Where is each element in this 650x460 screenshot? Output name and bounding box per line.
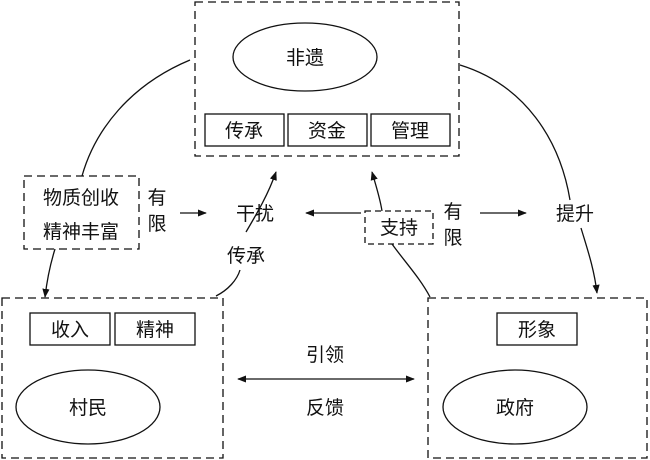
left-benefit-box — [23, 175, 140, 250]
heritage-to-enhance-curve — [459, 64, 571, 201]
heritage-title: 非遗 — [286, 47, 324, 69]
heritage-tag-inherit-box — [204, 113, 285, 147]
left-benefit-line1: 物质创收 — [43, 187, 119, 209]
enhance-label: 提升 — [556, 203, 594, 225]
limited-left-char2: 限 — [147, 213, 166, 235]
villagers-box — [1, 297, 224, 459]
lead-label: 引领 — [306, 344, 344, 366]
benefit-to-villagers-arrow — [42, 248, 56, 298]
heritage-tag-inherit: 传承 — [225, 120, 263, 142]
support-box — [364, 210, 434, 245]
heritage-tag-funds: 资金 — [308, 120, 346, 142]
limited-left-char1: 有 — [147, 187, 166, 209]
feedback-label: 反馈 — [306, 397, 344, 419]
support-label: 支持 — [380, 217, 418, 239]
heritage-box — [194, 1, 460, 157]
government-tag-image-box — [496, 312, 578, 346]
government-ellipse — [442, 369, 588, 445]
inherit-to-heritage-arrow — [245, 171, 277, 233]
heritage-tag-funds-box — [287, 113, 368, 147]
villagers-ellipse — [15, 369, 161, 445]
villagers-tag-spirit-box — [114, 312, 196, 346]
villagers-tag-income-box — [29, 312, 111, 346]
enhance-to-government-arrow — [580, 227, 600, 294]
government-title: 政府 — [496, 397, 534, 419]
government-to-support-curve — [391, 243, 431, 298]
limited-right-char1: 有 — [443, 201, 462, 223]
government-box — [427, 297, 648, 459]
villagers-to-inherit-curve — [215, 269, 241, 297]
interfere-label: 干扰 — [236, 203, 274, 225]
heritage-ellipse — [232, 22, 378, 92]
villagers-tag-income: 收入 — [51, 319, 89, 341]
left-benefit-line2: 精神丰富 — [43, 221, 119, 243]
government-tag-image: 形象 — [518, 319, 556, 341]
heritage-to-benefit-curve — [81, 59, 191, 177]
villagers-tag-spirit: 精神 — [136, 319, 174, 341]
heritage-tag-management-box — [370, 113, 451, 147]
inherit-label: 传承 — [227, 245, 265, 267]
heritage-tag-management: 管理 — [391, 120, 429, 142]
support-to-heritage-arrow — [370, 171, 383, 212]
villagers-title: 村民 — [69, 397, 107, 419]
limited-right-char2: 限 — [443, 227, 462, 249]
